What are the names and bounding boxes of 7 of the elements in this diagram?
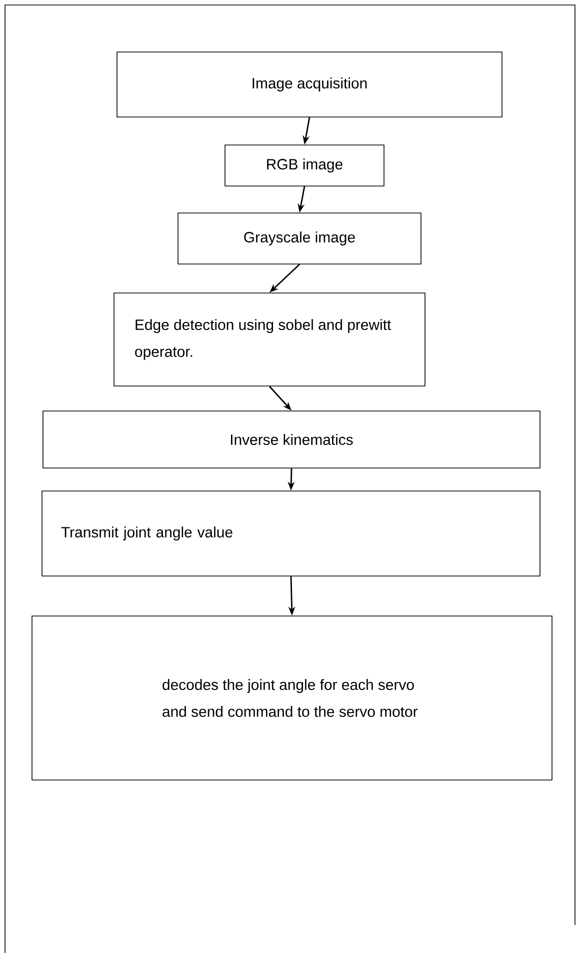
process-box: RGB image	[224, 144, 384, 186]
process-box: Transmit joint angle value	[42, 490, 540, 576]
process-box: decodes the joint angle for each servo and send command to the servo motor	[32, 616, 552, 780]
process-box: Image acquisition	[116, 52, 502, 118]
process-box: Inverse kinematics	[42, 410, 540, 468]
process-box: Edge detection using sobel and prewitt operator.	[114, 292, 426, 386]
process-box: Grayscale image	[178, 212, 422, 264]
